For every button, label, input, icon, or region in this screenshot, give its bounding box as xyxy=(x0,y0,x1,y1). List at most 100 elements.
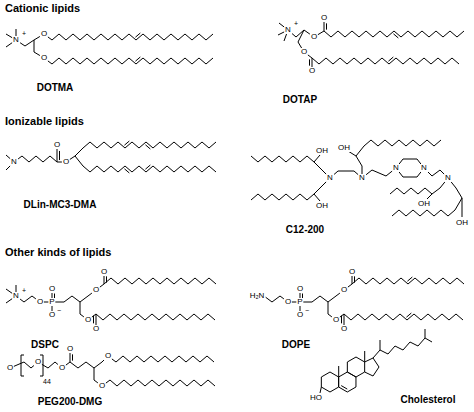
chemical-bond xyxy=(448,178,462,217)
chemical-bond xyxy=(364,140,441,146)
chemical-bond xyxy=(110,380,215,386)
atom-label: O xyxy=(284,298,292,306)
atom-label: O xyxy=(310,33,318,41)
molecule-name: C12-200 xyxy=(285,225,325,235)
chemical-bond xyxy=(52,34,213,40)
charge-label: − xyxy=(304,307,310,314)
chemical-bond xyxy=(145,165,150,169)
chemical-bond xyxy=(83,166,216,172)
charge-label: + xyxy=(21,287,27,294)
atom-label: O xyxy=(340,325,348,333)
molecule-name: DOPE xyxy=(281,340,311,350)
chemical-bond xyxy=(104,275,105,284)
chemical-bond xyxy=(145,145,150,149)
chemical-bond xyxy=(352,278,464,284)
chemical-bond xyxy=(341,386,347,390)
chemical-bond xyxy=(288,30,324,37)
atom-label: O xyxy=(84,316,92,324)
atom-label: N xyxy=(420,164,428,172)
atom-label: N xyxy=(444,174,452,182)
section-heading: Ionizable lipids xyxy=(4,116,85,127)
chemical-bond xyxy=(328,284,352,302)
chemical-bond xyxy=(352,275,353,284)
chemical-bond xyxy=(365,358,379,376)
atom-label: H₂N xyxy=(249,292,266,300)
atom-label: O xyxy=(34,358,42,366)
atom-label: O xyxy=(53,141,61,149)
chemical-bond xyxy=(70,353,71,362)
atom-label: N xyxy=(12,36,20,44)
chemical-bond xyxy=(392,210,455,216)
atom-label: HO xyxy=(309,394,323,402)
chemical-bond xyxy=(356,146,364,156)
chemical-bond xyxy=(320,387,321,393)
atom-label: P xyxy=(48,298,55,306)
chemical-bond xyxy=(93,316,94,324)
atom-label: O xyxy=(48,311,56,319)
atom-label: O xyxy=(104,352,112,360)
chemical-bond xyxy=(425,329,426,338)
chemical-bond xyxy=(312,58,459,64)
chemical-bond xyxy=(75,156,83,166)
charge-label: − xyxy=(56,307,62,314)
atom-label: O xyxy=(40,30,48,38)
charge-label: 44 xyxy=(42,378,52,385)
chemical-bond xyxy=(309,59,310,65)
chemical-bond xyxy=(373,338,432,358)
chemical-bond xyxy=(72,354,73,360)
chemical-bond xyxy=(52,58,213,64)
atom-label: OH xyxy=(337,144,351,152)
chemical-bond xyxy=(338,366,339,377)
atom-label: N xyxy=(284,26,292,34)
chemical-bond xyxy=(321,372,338,392)
chemical-bond xyxy=(380,340,381,350)
atom-label: P xyxy=(296,298,303,306)
chemical-bond xyxy=(96,314,215,320)
atom-label: O xyxy=(92,286,100,294)
atom-label: O xyxy=(332,316,340,324)
chemical-bond xyxy=(324,31,464,37)
atom-label: OH xyxy=(455,219,469,227)
atom-label: O xyxy=(300,48,308,56)
chemical-bond xyxy=(116,356,214,362)
molecule-name: DOTAP xyxy=(282,95,318,105)
atom-label: O xyxy=(48,285,56,293)
atom-label: O xyxy=(6,364,14,372)
molecule-name: DLin-MC3-DMA xyxy=(23,200,98,210)
atom-label: O xyxy=(92,325,100,333)
chemical-bond xyxy=(344,314,345,325)
atom-label: N xyxy=(358,174,366,182)
chemical-bond xyxy=(80,284,104,302)
molecule-name: DOTMA xyxy=(36,83,75,93)
atom-label: O xyxy=(348,268,356,276)
chemical-bond xyxy=(96,314,97,325)
chemical-bond xyxy=(362,168,396,178)
section-heading: Cationic lipids xyxy=(4,3,81,14)
chemical-bond xyxy=(324,22,325,31)
chemical-bond xyxy=(344,314,463,320)
atom-label: N xyxy=(326,174,334,182)
chemical-bond xyxy=(312,58,313,67)
chemical-bond xyxy=(347,357,364,377)
atom-label: O xyxy=(320,14,328,22)
atom-label: O xyxy=(62,158,70,166)
chemical-bond xyxy=(135,33,140,37)
atom-label: O xyxy=(98,382,106,390)
atom-label: O xyxy=(58,364,66,372)
atom-label: O xyxy=(66,345,74,353)
atom-label: O xyxy=(100,268,108,276)
chemical-bond xyxy=(104,278,216,284)
chemical-bond xyxy=(22,156,57,162)
chemical-bond xyxy=(407,277,412,281)
molecule-name: DSPC xyxy=(30,340,60,350)
atom-label: N xyxy=(10,158,18,166)
atom-label: O xyxy=(36,298,44,306)
atom-label: OH xyxy=(315,147,329,155)
chemical-bond xyxy=(21,355,24,376)
chemical-bond xyxy=(388,57,393,61)
atom-label: N xyxy=(12,292,20,300)
chemical-bond xyxy=(393,34,398,38)
atom-label: O xyxy=(40,54,48,62)
chemical-bond xyxy=(34,40,52,64)
charge-label: + xyxy=(293,20,299,27)
